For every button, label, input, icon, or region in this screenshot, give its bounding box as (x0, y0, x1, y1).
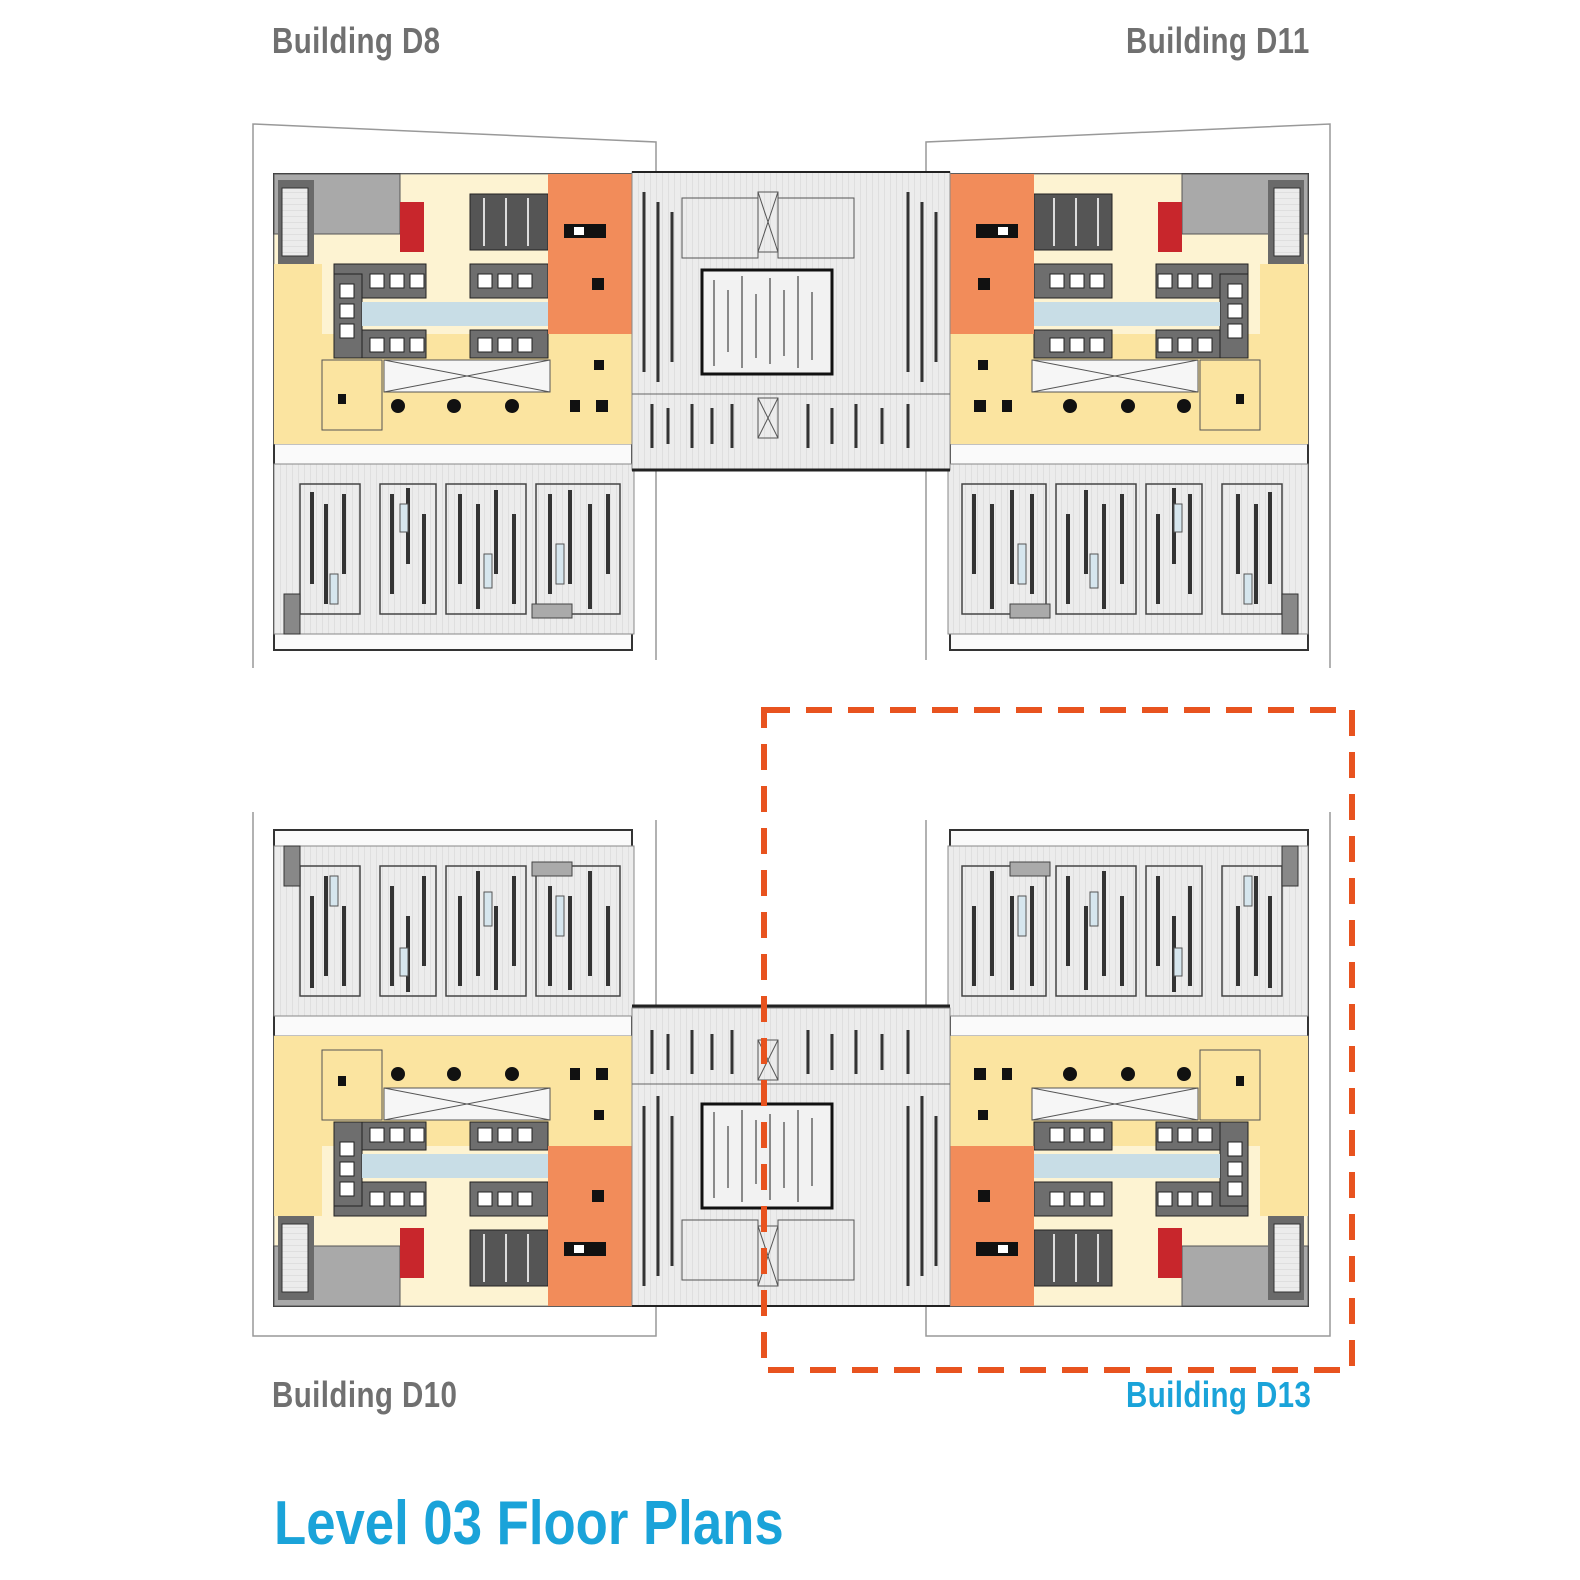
building-label-d13[interactable]: Building D13 (1126, 1374, 1312, 1415)
building-d8-plan[interactable] (274, 174, 634, 650)
bottom-bridge (630, 1004, 952, 1308)
building-d10-plan[interactable] (274, 830, 634, 1306)
building-label-d8[interactable]: Building D8 (272, 20, 441, 61)
building-label-d10[interactable]: Building D10 (272, 1374, 458, 1415)
building-d13-plan[interactable] (948, 830, 1308, 1306)
selection-outline (761, 707, 1355, 1373)
page-title: Level 03 Floor Plans (274, 1489, 784, 1558)
top-bridge (630, 170, 952, 472)
building-d11-plan[interactable] (948, 174, 1308, 650)
building-label-d11[interactable]: Building D11 (1126, 20, 1310, 61)
